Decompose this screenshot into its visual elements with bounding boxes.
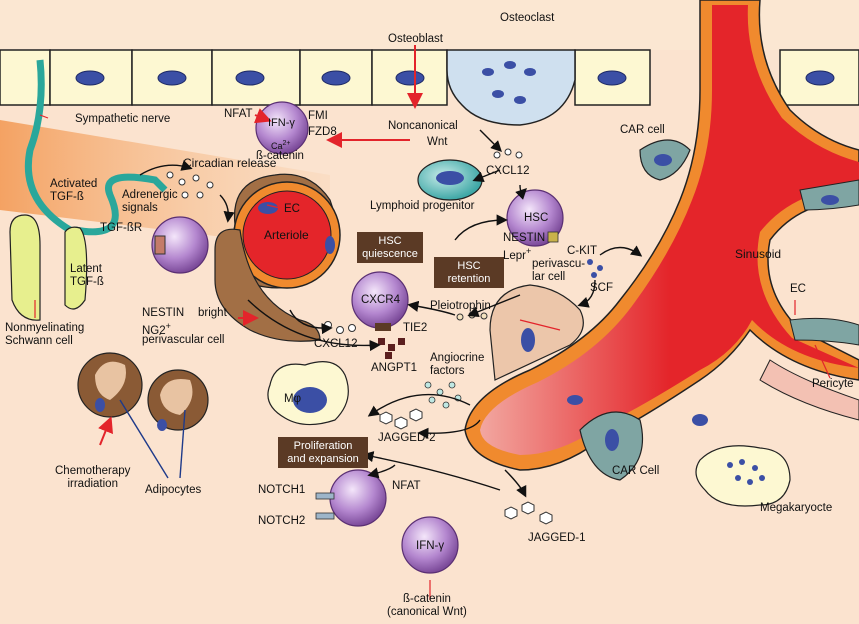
- label-wnt: Wnt: [427, 136, 448, 148]
- notch1-receptor: [315, 492, 335, 500]
- jagged1-particles: [504, 501, 553, 525]
- hsc-ifn: [401, 516, 459, 574]
- hsc-left: [151, 216, 209, 274]
- label-bcatenin-bottom: ß-catenin (canonical Wnt): [387, 593, 467, 618]
- label-car-cell-top: CAR cell: [620, 124, 665, 136]
- label-nestin-lepr: NESTIN Lepr+: [503, 232, 546, 262]
- label-latent-tgfb: Latent TGF-ß: [70, 263, 104, 288]
- label-adrenergic-signals: Adrenergic signals: [122, 189, 178, 214]
- label-osteoclast: Osteoclast: [500, 12, 555, 24]
- label-jagged2: JAGGED-2: [378, 432, 436, 444]
- label-sympathetic-nerve: Sympathetic nerve: [75, 113, 171, 125]
- label-megakaryocyte: Megakaryocte: [760, 502, 833, 514]
- sympathetic-nerve: [24, 59, 72, 234]
- box-hsc-retention: HSC retention: [434, 257, 504, 288]
- label-nestin-ng2: NESTIN NG2+: [142, 307, 185, 337]
- jagged2-particles: [379, 408, 423, 430]
- label-bright: bright: [198, 307, 227, 319]
- label-cxcl12-mid: CXCL12: [314, 338, 358, 350]
- label-ec-right: EC: [790, 283, 806, 295]
- osteoblast-nuclei: [75, 70, 835, 86]
- cxcl12-particles-top: [493, 148, 523, 159]
- label-pleiotrophin: Pleiotrophin: [430, 300, 491, 312]
- label-ec-arteriole: EC: [284, 203, 300, 215]
- label-sinusoid: Sinusoid: [735, 247, 782, 261]
- label-arteriole: Arteriole: [264, 228, 309, 242]
- hsc-notch: [329, 469, 387, 527]
- label-bcatenin-top: ß-catenin: [256, 150, 304, 162]
- megakaryocyte-cell: [695, 445, 791, 507]
- label-circadian-release: Circadian release: [183, 156, 277, 170]
- label-cxcl12-top: CXCL12: [486, 165, 530, 177]
- label-ckit: C-KIT: [567, 245, 598, 257]
- label-nonmyelinating: Nonmyelinating Schwann cell: [5, 322, 85, 347]
- label-cxcr4: CXCR4: [361, 294, 400, 306]
- label-hsc-top: HSC: [524, 212, 549, 224]
- label-ifn-bottom: IFN-γ: [416, 540, 445, 552]
- angpt1-squares: [378, 338, 405, 359]
- label-noncanonical: Noncanonical: [388, 120, 458, 132]
- black-arrows: [139, 129, 643, 498]
- box-hsc-quiescence: HSC quiescence: [357, 232, 423, 263]
- label-chemotherapy: Chemotherapy irradiation: [55, 465, 131, 490]
- label-angpt1: ANGPT1: [371, 362, 418, 374]
- label-nfat-bottom: NFAT: [392, 480, 421, 492]
- schwann-cell-right: [64, 226, 88, 310]
- label-angiocrine-factors: Angiocrine factors: [430, 352, 485, 377]
- ckit-receptor: [547, 231, 559, 243]
- box-proliferation: Proliferation and expansion: [278, 437, 368, 468]
- label-tgfbr: TGF-ßR: [100, 222, 143, 234]
- label-tie2: TIE2: [403, 322, 428, 334]
- label-osteoblast: Osteoblast: [388, 33, 443, 45]
- adrenergic-particles: [166, 171, 214, 199]
- label-fzd8: FZD8: [308, 126, 337, 138]
- label-fmi: FMI: [308, 110, 328, 122]
- label-adipocytes: Adipocytes: [145, 484, 202, 496]
- scf-particles: [587, 259, 603, 278]
- label-ca: Ca2+: [271, 140, 291, 151]
- label-perivascular-ng2: perivascular cell: [142, 334, 225, 346]
- label-notch2: NOTCH2: [258, 515, 306, 527]
- label-ifn-top: IFN-γ: [268, 117, 295, 129]
- label-car-cell-bottom: CAR Cell: [612, 465, 660, 477]
- tie2-receptor: [375, 323, 391, 331]
- sinusoid-lumen: [480, 5, 859, 455]
- label-notch1: NOTCH1: [258, 484, 306, 496]
- label-perivascular-lepr: perivascu- lar cell: [532, 258, 586, 283]
- osteoclast-nuclei: [482, 61, 536, 104]
- label-pericyte: Pericyte: [812, 378, 854, 390]
- notch2-receptor: [315, 512, 335, 520]
- label-lymphoid-progenitor: Lymphoid progenitor: [370, 200, 475, 212]
- label-jagged1: JAGGED-1: [528, 532, 586, 544]
- label-mphi: Mφ: [284, 393, 302, 405]
- label-activated-tgfb: Activated TGF-ß: [50, 178, 98, 203]
- osteoclast-cell: [446, 49, 576, 126]
- red-arrows: [98, 45, 423, 446]
- label-nfat-top: NFAT: [224, 108, 253, 120]
- schwann-cell-left: [9, 214, 41, 321]
- tgfbr-receptor: [154, 235, 166, 255]
- label-scf: SCF: [590, 282, 613, 294]
- nestin-lepr-cell: [489, 284, 584, 381]
